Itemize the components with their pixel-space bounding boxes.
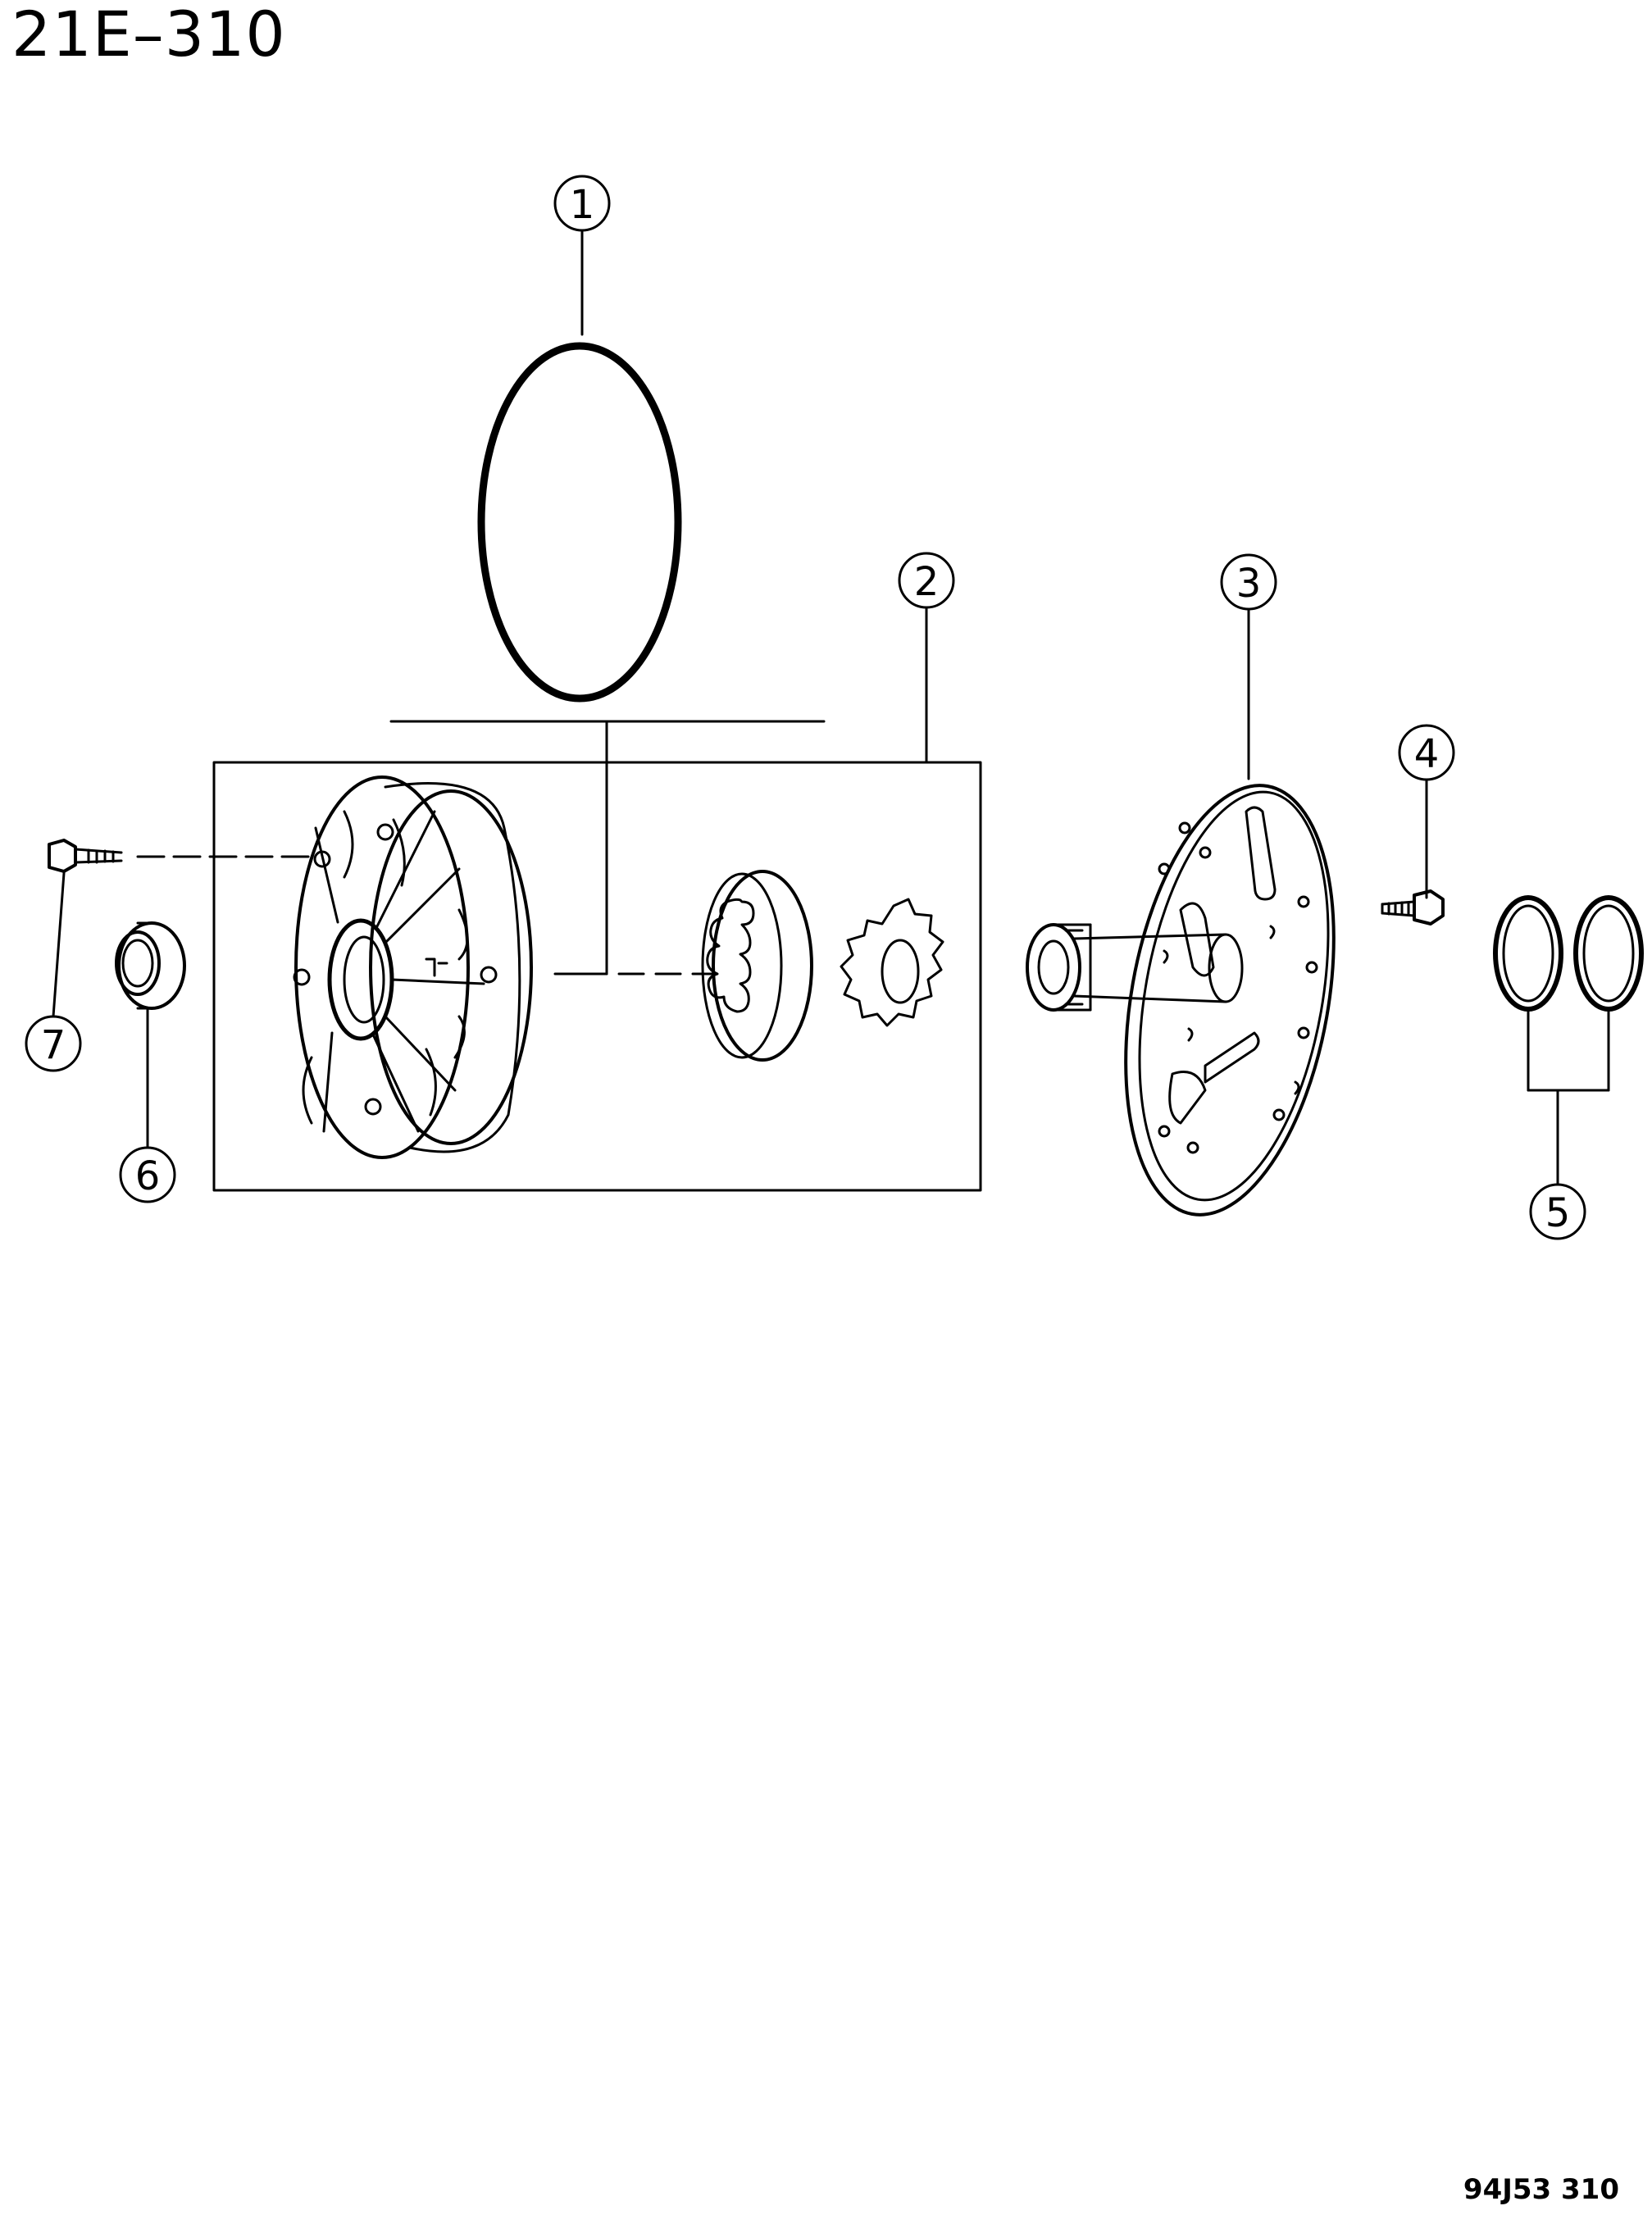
callout-number-5: 5 [1545, 1190, 1571, 1236]
callout-number-4: 4 [1414, 731, 1440, 777]
callout-number-1: 1 [570, 182, 595, 228]
support-bolt [1381, 889, 1445, 926]
callout-number-6: 6 [135, 1153, 161, 1199]
pump-assembly-box [212, 761, 982, 1192]
callout-number-7: 7 [41, 1022, 66, 1068]
callout-3 [1220, 553, 1277, 780]
callout-6 [119, 1008, 176, 1203]
callout-number-3: 3 [1236, 561, 1262, 607]
callout-2 [898, 552, 955, 764]
pump-housing [293, 775, 533, 1159]
o-ring-seal [477, 342, 682, 703]
callout-number-2: 2 [914, 559, 940, 605]
outer-gear [701, 870, 813, 1062]
o-ring-bracket [389, 720, 826, 976]
callout-4 [1398, 724, 1455, 899]
figure-id: 94J53 310 [1463, 2173, 1619, 2206]
callout-1 [553, 175, 611, 336]
seal-rings [1493, 895, 1644, 1012]
callout-7 [25, 871, 82, 1072]
reaction-shaft-support [1026, 784, 1336, 1217]
oil-seal [115, 921, 186, 1010]
inner-gear [840, 898, 944, 1027]
page-code: 21E–310 [11, 0, 286, 70]
callout-5 [1527, 1007, 1610, 1240]
pump-bolt [48, 839, 123, 873]
